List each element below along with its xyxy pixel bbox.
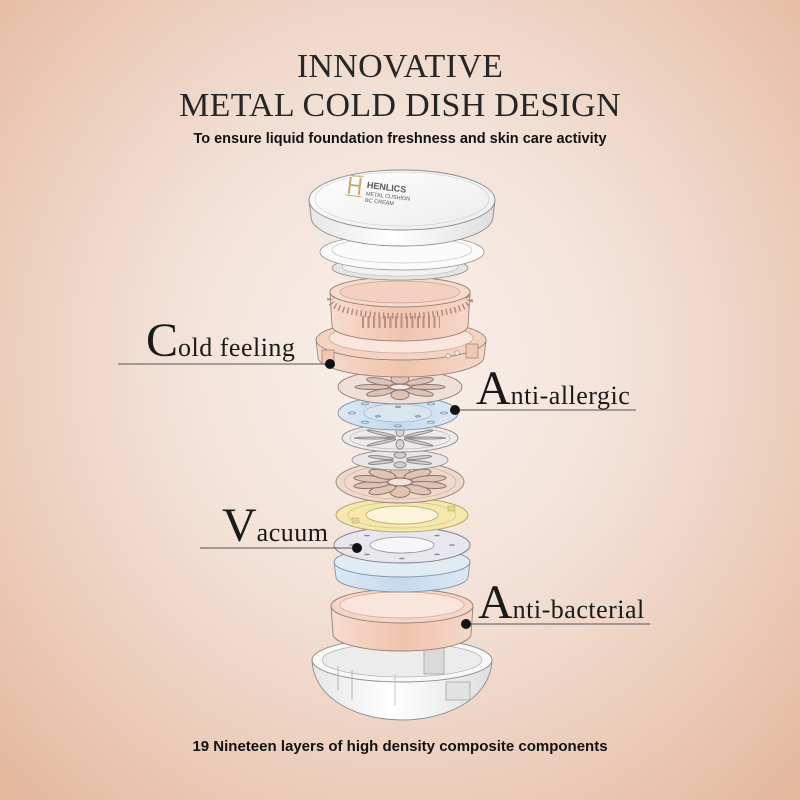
callout-dot-anti-allergic: [450, 405, 460, 415]
gray-star-disk-layer: [341, 423, 459, 453]
callout-dot-vacuum: [352, 543, 362, 553]
brand-logo-icon: [345, 174, 364, 198]
product-brand: HENLICS: [366, 180, 406, 195]
footer-caption: 19 Nineteen layers of high density compo…: [192, 738, 608, 755]
pink-toothed-cylinder-layer: [327, 276, 473, 342]
headline-line-2: METAL COLD DISH DESIGN: [179, 87, 621, 124]
vacuum-ring-layer: [333, 526, 471, 564]
peach-flower-disk-layer: [335, 460, 465, 504]
headline-line-1: INNOVATIVE: [296, 48, 504, 85]
product-line1: METAL CUSHION: [365, 191, 410, 202]
callout-label-vacuum: Vacuum: [222, 499, 329, 552]
product-line2: BC CREAM: [365, 198, 395, 208]
blue-disk-layer: [337, 395, 459, 431]
callout-dot-cold-feeling: [325, 359, 335, 369]
callout-lines: [118, 363, 650, 625]
gray-flower-layer: [351, 449, 449, 471]
callout-label-anti-allergic: Anti-allergic: [476, 362, 631, 415]
flower-pattern: [351, 467, 448, 498]
subtitle: To ensure liquid foundation freshness an…: [193, 131, 607, 147]
callout-label-anti-bacterial: Anti-bacterial: [478, 576, 645, 629]
callout-label-cold-feeling: Cold feeling: [146, 314, 296, 367]
yellow-ring-layer: [335, 497, 469, 533]
callout-dot-anti-bacterial: [461, 619, 471, 629]
pink-cylinder-layer: [330, 588, 474, 652]
callout-dots: [325, 359, 471, 629]
lid-layer: HENLICS METAL CUSHION BC CREAM: [308, 169, 496, 247]
blue-disk-dots: [349, 399, 448, 427]
